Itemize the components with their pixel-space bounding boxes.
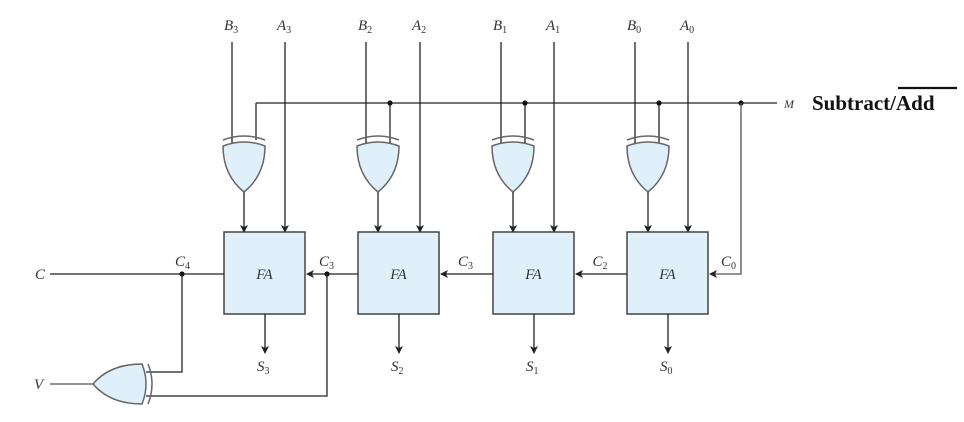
carry-out-label: C (35, 267, 46, 283)
mode-junction (387, 100, 393, 106)
overflow-xor-gate (92, 363, 147, 405)
b-input-label: B0 (627, 18, 641, 36)
mode-junction (522, 100, 528, 106)
full-adder-block (626, 231, 709, 315)
sum-label: S0 (660, 359, 673, 377)
xor-arc (222, 135, 266, 141)
xor-arc (491, 135, 535, 141)
carry-in-line (709, 103, 742, 278)
b-input-label: B3 (224, 18, 238, 36)
c3-to-xor (146, 274, 328, 397)
carry-label: C3 (458, 254, 473, 272)
full-adder-label: FA (658, 267, 676, 283)
sum-label: S2 (391, 359, 404, 377)
c0-label: C0 (721, 254, 736, 272)
sum-label: S3 (257, 359, 270, 377)
overflow-label: V (34, 377, 45, 393)
c3-label: C3 (319, 254, 334, 272)
b-input-label: B1 (493, 18, 507, 36)
full-adder-label: FA (389, 267, 407, 283)
xor-gate (491, 141, 535, 193)
mode-junction (656, 100, 662, 106)
full-adder-block (492, 231, 575, 315)
b-input-label: B2 (358, 18, 372, 36)
sum-label: S1 (526, 359, 539, 377)
carry-label: C2 (593, 254, 608, 272)
full-adder-label: FA (524, 267, 542, 283)
title: Subtract/Add (812, 91, 935, 115)
a-input-label: A1 (545, 18, 560, 36)
xor-arc (626, 135, 670, 141)
a-input-label: A0 (679, 18, 694, 36)
overflow-xor-arc (147, 363, 153, 405)
a-input-label: A3 (276, 18, 291, 36)
xor-gate (626, 141, 670, 193)
c4-to-xor (146, 274, 183, 373)
mode-label: M (783, 97, 795, 111)
full-adder-label: FA (255, 267, 273, 283)
xor-gate (222, 141, 266, 193)
xor-gate (356, 141, 400, 193)
c4-label: C4 (175, 254, 190, 272)
a-input-label: A2 (411, 18, 426, 36)
xor-arc (356, 135, 400, 141)
title-overlined: Add (896, 91, 935, 115)
